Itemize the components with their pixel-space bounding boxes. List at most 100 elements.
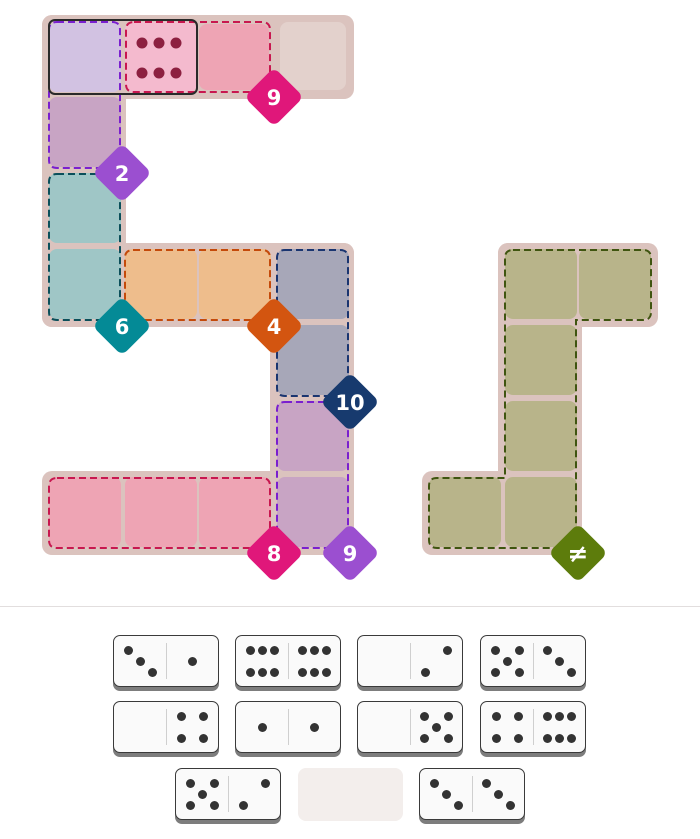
domino-half <box>533 636 585 686</box>
domino-half <box>114 636 166 686</box>
tray-domino[interactable] <box>357 635 463 687</box>
tray-domino[interactable] <box>235 701 341 753</box>
badge-olive-not-equal: ≠ <box>551 526 605 580</box>
cell-olive[interactable] <box>505 401 577 471</box>
pip <box>185 778 195 788</box>
svg-text:10: 10 <box>335 391 364 415</box>
pip <box>443 733 453 743</box>
cell-olive[interactable] <box>505 477 577 547</box>
region-badges: 9 2 6 4 10 9 8 ≠ <box>95 70 605 580</box>
region-outline-pink-top <box>125 21 271 93</box>
domino-divider <box>532 643 534 679</box>
tray-domino[interactable] <box>419 768 525 820</box>
badge-purple-bottom: 9 <box>323 526 377 580</box>
cell-lilac[interactable] <box>49 22 121 92</box>
cell-purple[interactable] <box>49 97 121 167</box>
pip <box>490 645 500 655</box>
tray-domino[interactable] <box>113 701 219 753</box>
pip <box>513 711 523 721</box>
pip <box>566 733 576 743</box>
pip <box>209 800 219 810</box>
cell-pink[interactable] <box>199 477 271 547</box>
pip <box>176 733 186 743</box>
domino-half <box>288 636 340 686</box>
empty-tray-slot <box>298 768 403 821</box>
svg-text:4: 4 <box>267 315 282 339</box>
cell-pink[interactable] <box>49 477 121 547</box>
domino-divider <box>165 709 167 745</box>
badge-purple-left: 2 <box>95 146 149 200</box>
cell-olive[interactable] <box>579 249 651 319</box>
pip <box>566 711 576 721</box>
svg-text:6: 6 <box>115 315 130 339</box>
pip-group <box>136 37 182 79</box>
pip <box>420 667 430 677</box>
cell-olive[interactable] <box>429 477 501 547</box>
cell-empty[interactable] <box>280 22 346 90</box>
pip <box>198 733 208 743</box>
badge-pink-bottom: 8 <box>247 526 301 580</box>
badge-orange: 4 <box>247 299 301 353</box>
pip <box>257 645 267 655</box>
domino-divider <box>471 776 473 812</box>
domino-half <box>114 702 166 752</box>
game-board: 9 2 6 4 10 9 8 ≠ <box>42 15 658 580</box>
pip <box>429 778 439 788</box>
svg-text:≠: ≠ <box>568 539 589 568</box>
tray-domino[interactable] <box>480 701 586 753</box>
cell-pink[interactable] <box>125 477 197 547</box>
pip <box>513 733 523 743</box>
pip <box>542 711 552 721</box>
pip <box>269 645 279 655</box>
pip <box>443 711 453 721</box>
cell-olive[interactable] <box>505 249 577 319</box>
pip <box>269 667 279 677</box>
pip <box>566 667 576 677</box>
pip <box>187 656 197 666</box>
pip <box>260 778 270 788</box>
domino-half <box>358 636 410 686</box>
pip <box>176 711 186 721</box>
cell-purple[interactable] <box>277 477 349 547</box>
cell-navy[interactable] <box>277 249 349 319</box>
cell-placed-pink[interactable] <box>125 22 197 92</box>
pip <box>257 667 267 677</box>
badge-teal: 6 <box>95 299 149 353</box>
tray-domino[interactable] <box>113 635 219 687</box>
tray-domino[interactable] <box>175 768 281 820</box>
domino-half <box>166 702 218 752</box>
cell-purple[interactable] <box>277 401 349 471</box>
domino-half <box>533 702 585 752</box>
tray-domino[interactable] <box>235 635 341 687</box>
tray-domino[interactable] <box>480 635 586 687</box>
domino-half <box>166 636 218 686</box>
pip <box>493 789 503 799</box>
pip <box>514 667 524 677</box>
cell-pink[interactable] <box>199 24 269 90</box>
domino-half <box>176 769 228 819</box>
tray-domino[interactable] <box>357 701 463 753</box>
cell-teal[interactable] <box>49 249 121 319</box>
domino-half <box>288 702 340 752</box>
badge-pink-top: 9 <box>247 70 301 124</box>
pip <box>123 645 133 655</box>
cell-orange[interactable] <box>199 249 271 319</box>
pip <box>481 778 491 788</box>
pip <box>245 645 255 655</box>
cell-teal[interactable] <box>49 173 121 243</box>
cell-olive[interactable] <box>505 325 577 395</box>
domino-divider <box>409 709 411 745</box>
domino-half <box>228 769 280 819</box>
cell-orange[interactable] <box>125 249 197 319</box>
svg-text:8: 8 <box>267 542 282 566</box>
region-outline-pink-bottom <box>48 477 271 549</box>
placed-domino[interactable] <box>48 19 198 95</box>
cell-navy[interactable] <box>277 325 349 395</box>
pip <box>554 711 564 721</box>
svg-text:2: 2 <box>115 162 130 186</box>
pip <box>490 667 500 677</box>
pip <box>502 656 512 666</box>
svg-text:9: 9 <box>267 86 282 110</box>
pip <box>491 733 501 743</box>
pip <box>542 645 552 655</box>
